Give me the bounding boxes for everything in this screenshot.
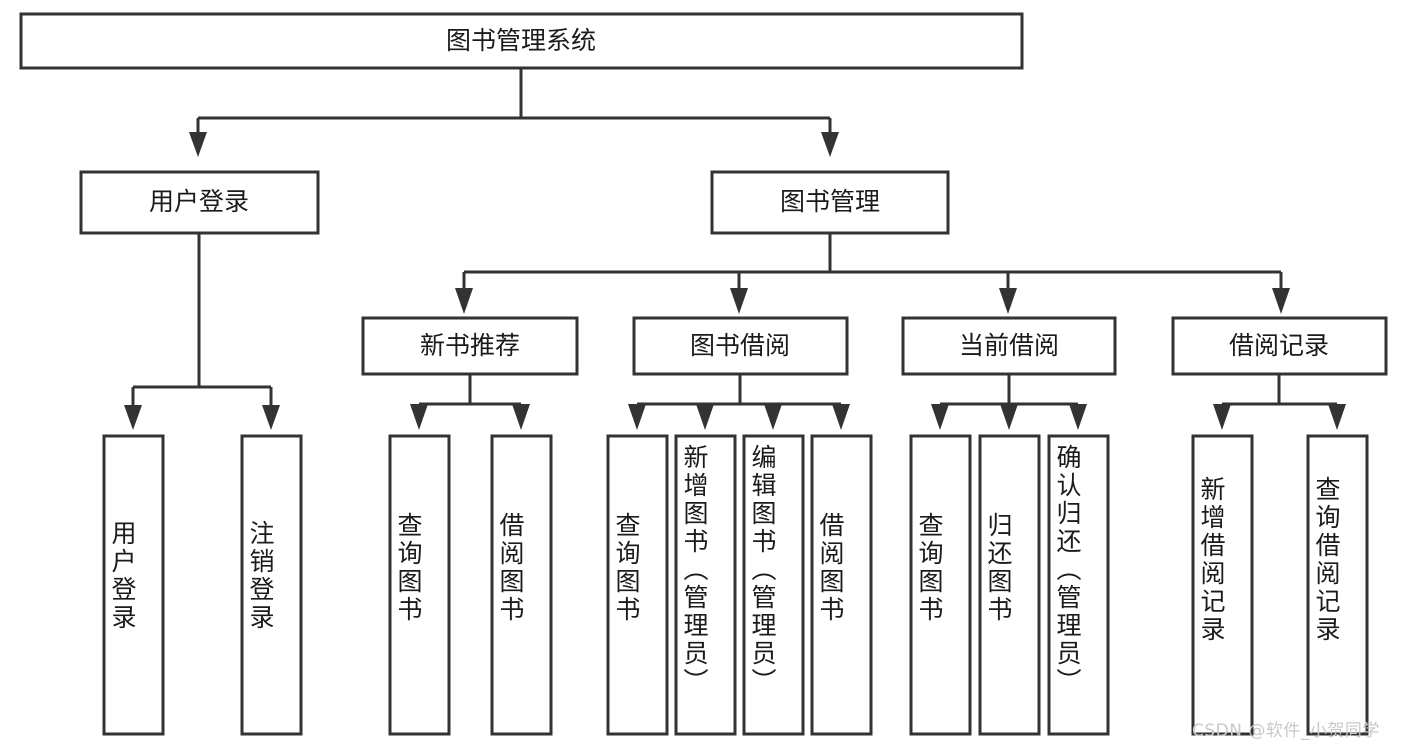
leaf-box-bookborrow-2[interactable] — [674, 434, 737, 736]
arrowhead-bookborrow-l3 — [764, 404, 782, 430]
leaf-box-bookborrow-1[interactable] — [606, 434, 669, 736]
arrowhead-bookmgmt — [821, 132, 839, 157]
leaf-box-user-login-2[interactable] — [240, 434, 303, 736]
arrowhead-currentborrow-l3 — [1069, 404, 1087, 430]
leaf-box-currentborrow-1[interactable] — [909, 434, 972, 736]
arrowhead-currentborrow-l2 — [1000, 404, 1018, 430]
node-user-login-label: 用户登录 — [149, 187, 249, 216]
leaf-box-borrowrecord-2[interactable] — [1306, 434, 1369, 736]
arrowhead-userlogin — [189, 132, 207, 157]
node-current-borrow-label: 当前借阅 — [959, 331, 1059, 360]
arrowhead-borrowrecord-l2 — [1328, 404, 1346, 430]
arrowhead-bookborrow-l1 — [628, 404, 646, 430]
node-root[interactable]: 图书管理系统 — [19, 12, 1024, 70]
leaf-box-bookborrow-3[interactable] — [742, 434, 805, 736]
node-book-borrow-label: 图书借阅 — [690, 331, 790, 360]
arrowhead-currentborrow — [999, 288, 1017, 314]
arrowhead-borrowrecord — [1272, 288, 1290, 314]
node-current-borrow[interactable]: 当前借阅 — [901, 316, 1117, 376]
node-user-login[interactable]: 用户登录 — [79, 170, 320, 235]
node-book-management-label: 图书管理 — [780, 187, 880, 216]
leaf-box-newbook-1[interactable] — [388, 434, 451, 736]
arrowhead-userlogin-l1 — [124, 405, 142, 430]
leaf-box-borrowrecord-1[interactable] — [1191, 434, 1254, 736]
arrowhead-currentborrow-l1 — [931, 404, 949, 430]
leaf-box-currentborrow-2[interactable] — [978, 434, 1041, 736]
leaf-box-bookborrow-4[interactable] — [810, 434, 873, 736]
node-book-borrow[interactable]: 图书借阅 — [632, 316, 849, 376]
node-borrow-record-label: 借阅记录 — [1229, 331, 1329, 360]
watermark-text: CSDN @软件_小贺同学 — [1192, 721, 1380, 741]
arrowhead-userlogin-l2 — [262, 405, 280, 430]
arrowhead-newbook — [455, 288, 473, 314]
node-root-label: 图书管理系统 — [446, 26, 596, 55]
node-borrow-record[interactable]: 借阅记录 — [1171, 316, 1388, 376]
node-book-management[interactable]: 图书管理 — [710, 170, 950, 235]
arrowhead-bookborrow-l4 — [832, 404, 850, 430]
arrowhead-newbook-l1 — [410, 404, 428, 430]
arrowhead-borrowrecord-l1 — [1213, 404, 1231, 430]
arrowhead-bookborrow — [730, 288, 748, 314]
leaf-box-newbook-2[interactable] — [490, 434, 553, 736]
arrowhead-bookborrow-l2 — [696, 404, 714, 430]
leaf-box-currentborrow-3[interactable] — [1047, 434, 1110, 736]
node-new-book-recommend-label: 新书推荐 — [420, 331, 520, 360]
leaf-box-user-login-1[interactable] — [102, 434, 165, 736]
arrowhead-newbook-l2 — [512, 404, 530, 430]
node-new-book-recommend[interactable]: 新书推荐 — [361, 316, 579, 376]
